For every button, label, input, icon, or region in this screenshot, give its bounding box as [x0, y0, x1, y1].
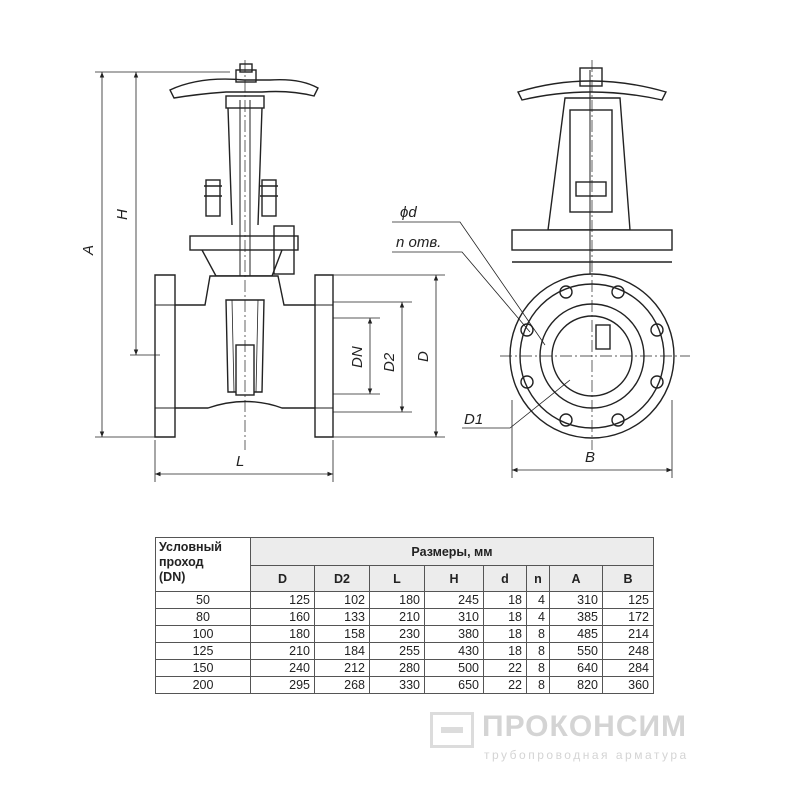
- label-DN: DN: [349, 346, 366, 368]
- cell-d: 18: [483, 642, 527, 660]
- cell-A: 485: [549, 625, 603, 643]
- col-header-B: B: [602, 565, 654, 592]
- cell-dn: 80: [155, 608, 251, 626]
- table-row: 150 240 212 280 500 22 8 640 284: [155, 659, 654, 677]
- cell-dn: 100: [155, 625, 251, 643]
- col-header-D2: D2: [314, 565, 370, 592]
- cell-H: 430: [424, 642, 484, 660]
- valve-technical-drawing: A H L DN D2 D: [80, 60, 690, 482]
- cell-d: 18: [483, 608, 527, 626]
- label-D: D: [415, 351, 432, 362]
- cell-H: 650: [424, 676, 484, 694]
- label-D2: D2: [381, 352, 398, 372]
- dn-header-line2: проход: [159, 555, 204, 569]
- brand-logo-icon: [430, 712, 474, 748]
- cell-D: 240: [250, 659, 315, 677]
- cell-H: 245: [424, 591, 484, 609]
- col-header-H: H: [424, 565, 484, 592]
- brand-tagline: трубопроводная арматура: [484, 748, 689, 762]
- cell-dn: 150: [155, 659, 251, 677]
- dimensions-group-header: Размеры, мм: [250, 537, 654, 566]
- cell-H: 310: [424, 608, 484, 626]
- cell-H: 380: [424, 625, 484, 643]
- cell-D2: 102: [314, 591, 370, 609]
- label-A: A: [80, 245, 97, 256]
- table-row: 100 180 158 230 380 18 8 485 214: [155, 625, 654, 643]
- front-dimensions: [95, 71, 445, 482]
- dimensions-table: Условный проход (DN) Размеры, мм D D2 L …: [155, 537, 654, 694]
- brand-watermark: ПРОКОНСИМ трубопроводная арматура: [430, 710, 770, 770]
- cell-L: 255: [369, 642, 425, 660]
- cell-D2: 212: [314, 659, 370, 677]
- brand-name: ПРОКОНСИМ: [482, 710, 688, 743]
- cell-A: 385: [549, 608, 603, 626]
- col-header-d: d: [483, 565, 527, 592]
- side-dimensions: [392, 221, 673, 478]
- col-header-D: D: [250, 565, 315, 592]
- cell-B: 125: [602, 591, 654, 609]
- cell-B: 360: [602, 676, 654, 694]
- cell-D2: 268: [314, 676, 370, 694]
- cell-L: 280: [369, 659, 425, 677]
- col-header-L: L: [369, 565, 425, 592]
- front-view: [154, 60, 334, 450]
- cell-d: 18: [483, 625, 527, 643]
- cell-A: 550: [549, 642, 603, 660]
- cell-dn: 125: [155, 642, 251, 660]
- col-header-n: n: [526, 565, 550, 592]
- dn-header-line1: Условный: [159, 540, 222, 554]
- cell-n: 8: [526, 625, 550, 643]
- label-D1: D1: [464, 411, 483, 428]
- cell-L: 330: [369, 676, 425, 694]
- cell-n: 8: [526, 642, 550, 660]
- label-phi-d: ϕd: [400, 204, 417, 221]
- cell-A: 310: [549, 591, 603, 609]
- cell-n: 4: [526, 591, 550, 609]
- cell-D: 125: [250, 591, 315, 609]
- cell-D: 295: [250, 676, 315, 694]
- table-row: 125 210 184 255 430 18 8 550 248: [155, 642, 654, 660]
- cell-B: 284: [602, 659, 654, 677]
- label-B: B: [585, 449, 595, 466]
- cell-A: 640: [549, 659, 603, 677]
- cell-n: 4: [526, 608, 550, 626]
- cell-L: 210: [369, 608, 425, 626]
- cell-D2: 184: [314, 642, 370, 660]
- cell-L: 230: [369, 625, 425, 643]
- cell-A: 820: [549, 676, 603, 694]
- cell-D: 210: [250, 642, 315, 660]
- cell-D: 180: [250, 625, 315, 643]
- cell-d: 18: [483, 591, 527, 609]
- col-header-A: A: [549, 565, 603, 592]
- table-row: 200 295 268 330 650 22 8 820 360: [155, 676, 654, 694]
- label-L: L: [236, 453, 244, 470]
- cell-n: 8: [526, 676, 550, 694]
- label-n-holes: n отв.: [396, 234, 441, 251]
- dn-header: Условный проход (DN): [155, 537, 251, 592]
- cell-d: 22: [483, 676, 527, 694]
- cell-L: 180: [369, 591, 425, 609]
- cell-d: 22: [483, 659, 527, 677]
- label-H: H: [114, 209, 131, 220]
- cell-B: 248: [602, 642, 654, 660]
- cell-B: 214: [602, 625, 654, 643]
- cell-D: 160: [250, 608, 315, 626]
- table-row: 50 125 102 180 245 18 4 310 125: [155, 591, 654, 609]
- dn-header-line3: (DN): [159, 570, 186, 584]
- cell-n: 8: [526, 659, 550, 677]
- cell-B: 172: [602, 608, 654, 626]
- table-row: 80 160 133 210 310 18 4 385 172: [155, 608, 654, 626]
- cell-D2: 158: [314, 625, 370, 643]
- cell-H: 500: [424, 659, 484, 677]
- cell-dn: 200: [155, 676, 251, 694]
- side-view: [500, 60, 690, 450]
- cell-D2: 133: [314, 608, 370, 626]
- cell-dn: 50: [155, 591, 251, 609]
